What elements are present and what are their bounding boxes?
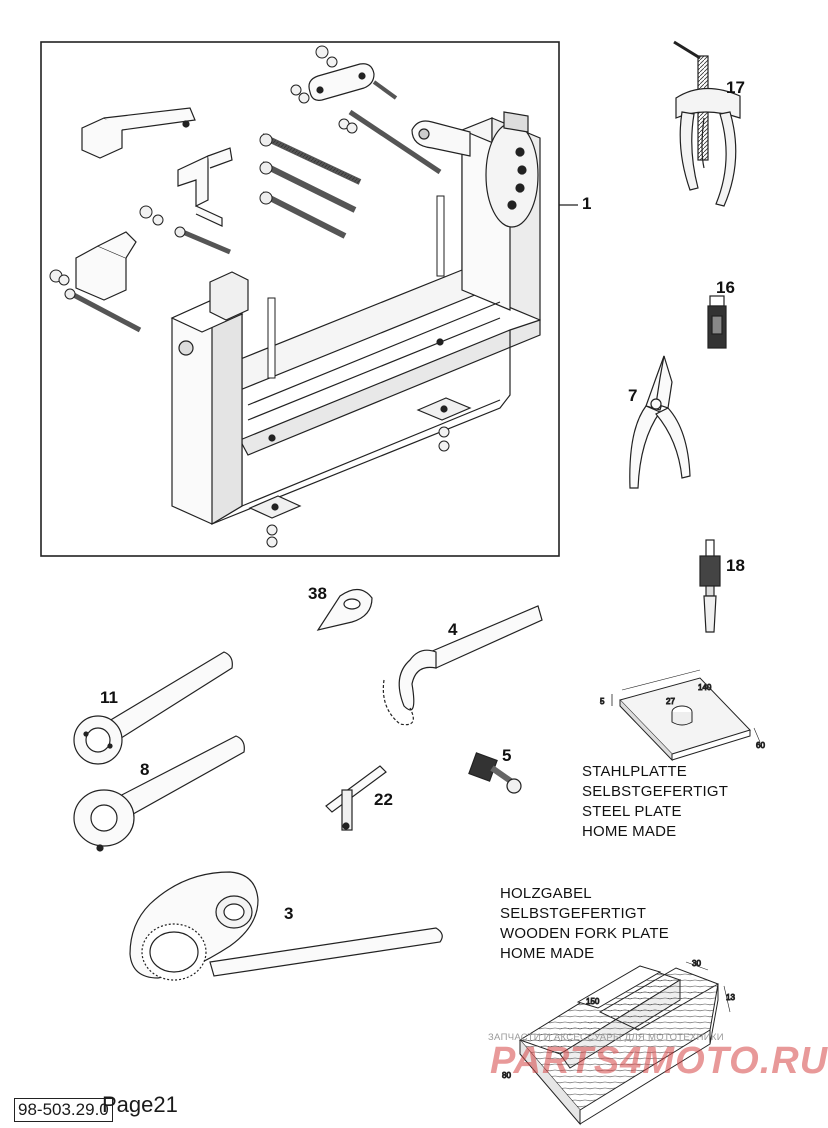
steel-plate-drawing: 140 27 5 60 [600,669,766,762]
steel-plate-line-4: HOME MADE [582,823,677,840]
svg-text:27: 27 [666,697,675,706]
foot-plates [248,397,472,519]
svg-text:30: 30 [692,959,701,968]
assembly-stand-frame [40,41,560,557]
ref-38: 38 [308,584,327,603]
steel-plate-line-3: STEEL PLATE [582,803,682,820]
watermark-tagline: ЗАПЧАСТИ И АКСЕССУАРЫ ДЛЯ МОТОТЕХНИКИ [488,1032,724,1043]
circlip-pliers-7 [629,355,691,489]
steel-plate-line-1: STAHLPLATTE [582,763,688,780]
threaded-bolts [64,109,445,379]
puller-bolt-5 [468,752,522,794]
mounting-brackets [75,107,233,301]
holding-wrench-11 [73,651,233,765]
link-plate [308,63,398,101]
wooden-fork-drawing: 150 30 13 80 [502,959,736,1126]
wooden-fork-line-1: HOLZGABEL [500,885,592,902]
svg-text:60: 60 [756,741,765,750]
clutch-holder-3 [129,871,443,981]
rotating-flange [411,111,539,228]
ref-5: 5 [502,746,512,765]
hook-wrench-4 [382,605,543,726]
svg-text:5: 5 [600,697,605,706]
ref-11: 11 [100,688,118,707]
ref-1: 1 [582,194,592,213]
ref-4: 4 [448,620,458,639]
svg-text:13: 13 [726,993,735,1002]
wooden-fork-line-2: SELBSTGEFERTIGT [500,905,647,922]
wooden-fork-line-4: HOME MADE [500,945,595,962]
slide-hammer-18 [699,539,721,633]
bearing-puller-17 [673,40,741,207]
ref-16: 16 [716,278,735,297]
document-code: 98-503.29.0 [14,1098,113,1122]
ref-7: 7 [628,386,638,405]
page-label: Page21 [102,1092,178,1117]
svg-text:80: 80 [502,1071,511,1080]
ref-3: 3 [284,904,294,923]
steel-plate-note: STAHLPLATTE SELBSTGEFERTIGT STEEL PLATE … [582,762,728,842]
holding-wrench-8 [73,735,245,852]
steel-plate-line-2: SELBSTGEFERTIGT [582,783,729,800]
watermark-logo: PARTS4MOTO.RU [490,1040,828,1082]
parts-illustration: 140 27 5 60 150 30 13 80 [40,40,766,1126]
thread-lock-16 [707,295,727,349]
special-tool-38 [316,588,373,631]
svg-text:140: 140 [698,683,712,692]
ref-18: 18 [726,556,745,575]
ref-17: 17 [726,78,745,97]
wooden-fork-note: HOLZGABEL SELBSTGEFERTIGT WOODEN FORK PL… [500,884,669,964]
tool-22 [325,765,387,831]
wooden-fork-line-3: WOODEN FORK PLATE [500,925,669,942]
nuts-and-washers [49,45,450,548]
svg-text:150: 150 [586,997,600,1006]
ref-8: 8 [140,760,150,779]
ref-22: 22 [374,790,393,809]
